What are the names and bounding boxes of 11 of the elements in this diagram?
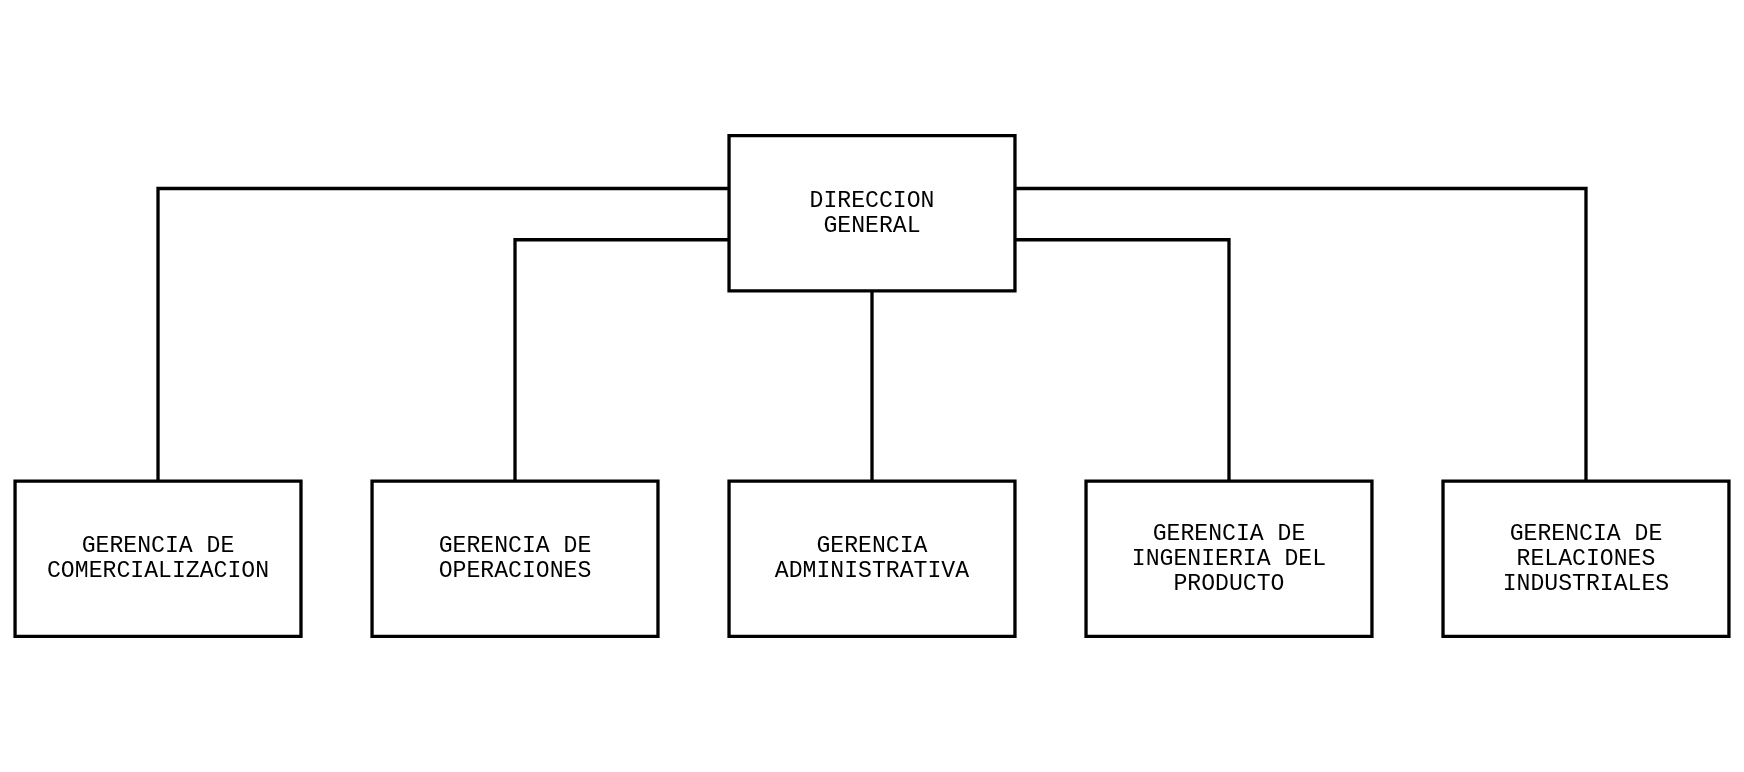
connector (156, 186, 729, 481)
connector (513, 238, 729, 481)
connector (870, 291, 874, 481)
node-box: GERENCIA DE INGENIERIA DEL PRODUCTO (1084, 479, 1374, 639)
connector (1015, 238, 1231, 481)
node-box: GERENCIA ADMINISTRATIVA (727, 479, 1017, 639)
node-box: DIRECCION GENERAL (727, 133, 1017, 293)
node-box: GERENCIA DE RELACIONES INDUSTRIALES (1441, 479, 1731, 639)
node-box: GERENCIA DE COMERCIALIZACION (13, 479, 303, 639)
node-box: GERENCIA DE OPERACIONES (370, 479, 660, 639)
connector (1015, 186, 1588, 481)
